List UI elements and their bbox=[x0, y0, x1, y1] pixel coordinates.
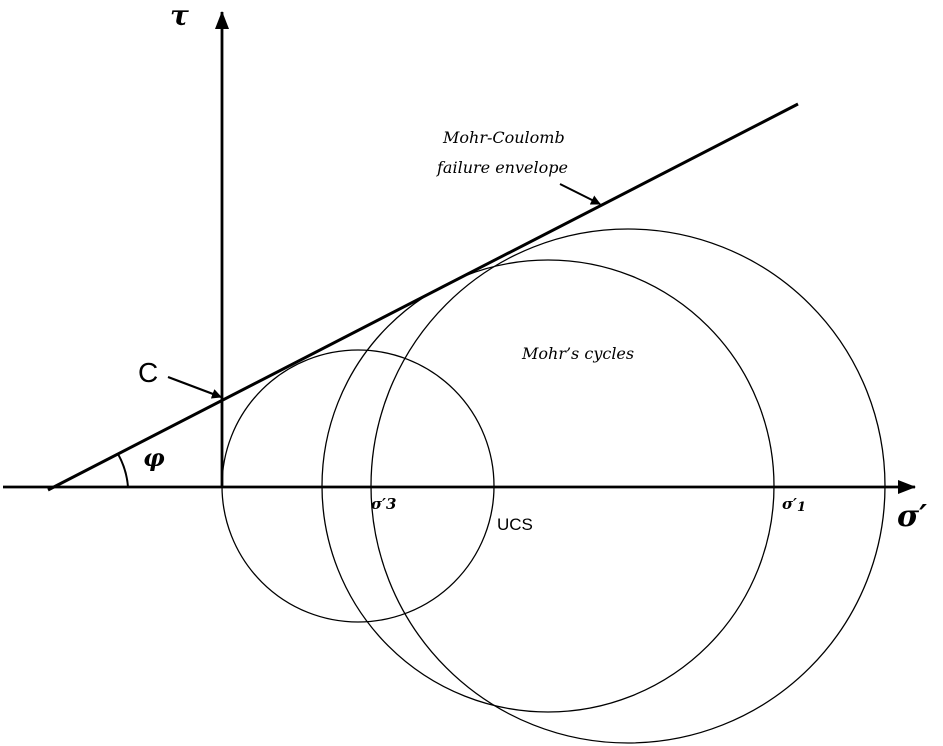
sigma-axis-label: σ′ bbox=[897, 499, 927, 534]
friction-angle-arc bbox=[117, 453, 129, 488]
envelope-label-line2: failure envelope bbox=[436, 158, 568, 177]
mohr-circles-label: Mohr’s cycles bbox=[521, 344, 634, 363]
tau-axis-label: τ bbox=[170, 0, 189, 32]
sigma1-label: σ′1 bbox=[782, 495, 806, 515]
friction-angle-label: φ bbox=[143, 443, 165, 472]
ucs-label: UCS bbox=[497, 515, 533, 534]
cohesion-label: C bbox=[138, 357, 158, 388]
sigma1-sub: 1 bbox=[797, 500, 806, 515]
sigma1-base: σ′ bbox=[782, 495, 797, 513]
envelope-label-line1: Mohr-Coulomb bbox=[442, 128, 565, 147]
sigma3-label: σ′3 bbox=[371, 495, 396, 513]
failure-envelope-line bbox=[47, 102, 799, 492]
cohesion-arrow bbox=[167, 375, 222, 399]
envelope-arrow bbox=[559, 183, 601, 205]
